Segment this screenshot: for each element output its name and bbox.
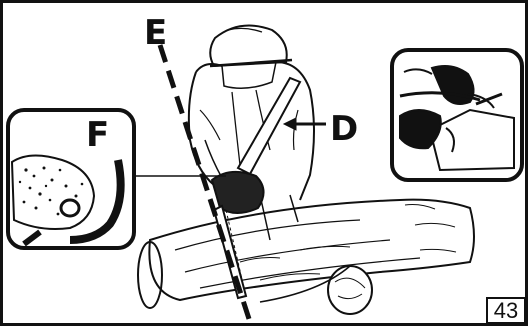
- label-f: F: [86, 115, 109, 155]
- arrow-to-handle-d: [282, 117, 326, 131]
- label-d: D: [330, 109, 358, 149]
- chain-brake-inset: [390, 48, 524, 182]
- label-e: E: [144, 13, 167, 53]
- hand-grip-detail: [10, 154, 125, 247]
- page-number-box: 43: [486, 297, 526, 324]
- detail-f-inset: F: [6, 108, 136, 250]
- page-number: 43: [493, 298, 519, 323]
- line-e-dashed: [157, 44, 253, 323]
- log-illustration: [137, 198, 475, 315]
- chain-brake-detail: [399, 65, 515, 172]
